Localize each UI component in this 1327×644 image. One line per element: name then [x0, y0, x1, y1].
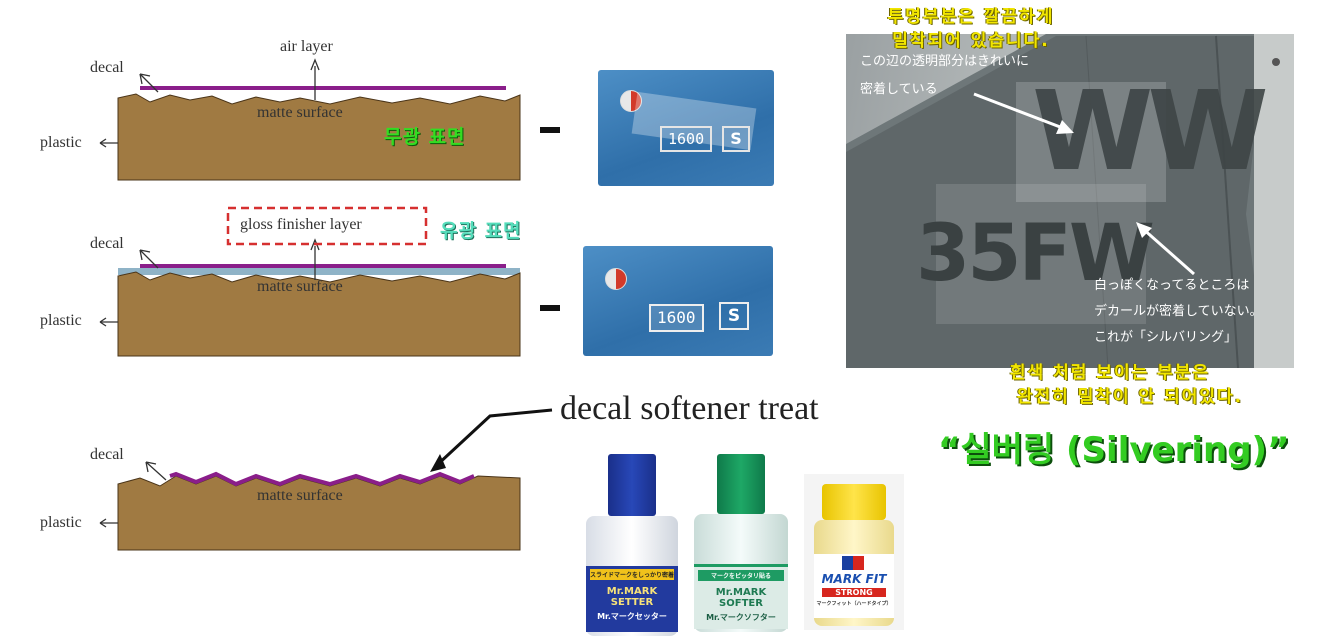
- decal-softener-label: decal softener treat: [560, 390, 819, 428]
- korean-note-top-2: 밀착되어 있습니다.: [846, 30, 1096, 52]
- decal-label-3: decal: [90, 446, 124, 464]
- bottle2-sub: Mr.マークソフター: [694, 612, 788, 623]
- matte-result-photo: 1600 S: [598, 70, 774, 186]
- annotation-arrows: [846, 34, 1294, 368]
- matte-surface-label-2: matte surface: [257, 278, 343, 296]
- gloss-layer-label: gloss finisher layer: [240, 216, 362, 234]
- matte-surface-label-1: matte surface: [257, 104, 343, 122]
- korean-note-top-1: 투명부분은 깔끔하게: [846, 6, 1096, 28]
- gloss-result-photo: 1600 S: [583, 246, 773, 356]
- plastic-label-3: plastic: [40, 514, 82, 532]
- decal-pointer-3: [146, 462, 166, 480]
- marking-letter-2: S: [719, 302, 749, 330]
- bottle3-sub: STRONG: [822, 588, 886, 597]
- tamiya-stars-icon: [842, 556, 864, 570]
- bottle1-name: Mr.MARK SETTER: [586, 586, 678, 608]
- plastic-pointer-1: [100, 139, 118, 147]
- decal-label-1: decal: [90, 59, 124, 77]
- tail-fin-photo: WW 35FW この辺の透明部分はきれいに 密着している 白っぽくなってるところ…: [846, 34, 1294, 368]
- softener-arrow: [436, 410, 552, 466]
- plastic-pointer-2: [100, 318, 118, 326]
- softener-arrowhead: [430, 454, 446, 472]
- bottle-cap-blue: [608, 454, 656, 516]
- decal-label-2: decal: [90, 235, 124, 253]
- plastic-label-1: plastic: [40, 134, 82, 152]
- bottle2-tagline: マークをピッタリ貼る: [698, 570, 784, 581]
- korean-note-bottom-1: 흰색 처럼 보이는 부분은: [950, 362, 1270, 384]
- bottle-cap-yellow: [822, 484, 886, 520]
- plastic-pointer-3: [100, 519, 118, 527]
- bottle3-name: MARK FIT: [814, 572, 894, 586]
- matte-surface-korean: 무광 표면: [384, 122, 466, 149]
- bottle-label-green: マークをピッタリ貼る Mr.MARK SOFTER Mr.マークソフター: [694, 564, 788, 629]
- marking-letter-1: S: [722, 126, 750, 152]
- result-arrow-2: [540, 294, 560, 322]
- bottle-cap-green: [717, 454, 765, 514]
- bottle1-tagline: スライドマークをしっかり密着: [590, 569, 674, 580]
- bottle3-jp: マークフィット（ハードタイプ）: [814, 600, 894, 607]
- matte-surface-label-3: matte surface: [257, 487, 343, 505]
- korean-note-bottom-2: 완전히 밀착이 안 되어있다.: [950, 386, 1310, 408]
- marking-number-2: 1600: [649, 304, 704, 332]
- silvering-title: “실버링 (Silvering)”: [938, 422, 1289, 471]
- bottle-label-tamiya: MARK FIT STRONG マークフィット（ハードタイプ）: [814, 554, 894, 618]
- air-layer-label: air layer: [280, 38, 333, 56]
- result-arrow-1: [540, 116, 560, 144]
- bottle2-name: Mr.MARK SOFTER: [694, 587, 788, 609]
- roundel-icon-2: [605, 268, 627, 290]
- gloss-surface-korean: 유광 표면: [440, 216, 522, 243]
- plastic-label-2: plastic: [40, 312, 82, 330]
- marking-number-1: 1600: [660, 126, 712, 152]
- mr-mark-setter-bottle: スライドマークをしっかり密着 Mr.MARK SETTER Mr.マークセッター: [582, 454, 682, 638]
- mark-fit-bottle: MARK FIT STRONG マークフィット（ハードタイプ）: [804, 474, 904, 630]
- gloss-layer: [118, 268, 520, 275]
- bottle-label-blue: スライドマークをしっかり密着 Mr.MARK SETTER Mr.マークセッター: [586, 566, 678, 632]
- diagram-graphics: [0, 0, 560, 640]
- bottle1-sub: Mr.マークセッター: [586, 611, 678, 622]
- mr-mark-softer-bottle: マークをピッタリ貼る Mr.MARK SOFTER Mr.マークソフター: [690, 454, 792, 634]
